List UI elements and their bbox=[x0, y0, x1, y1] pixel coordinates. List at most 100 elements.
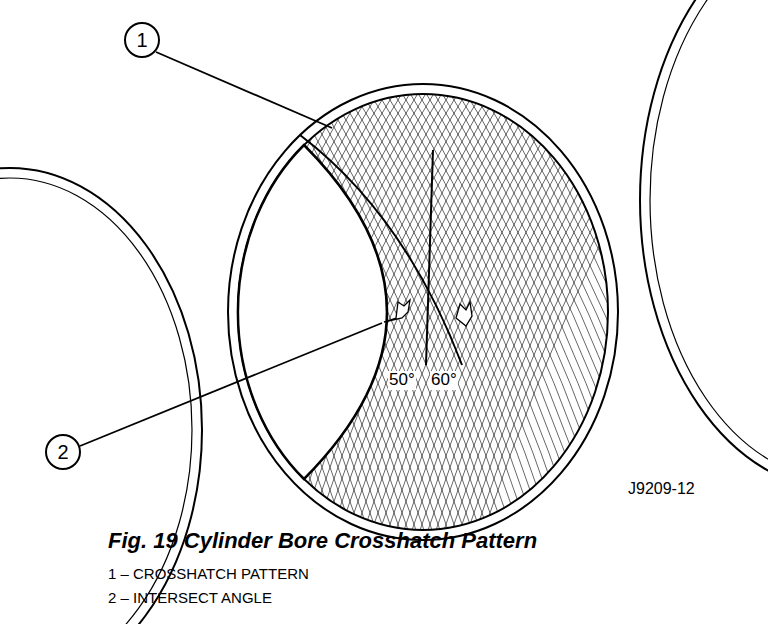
hatch-line bbox=[0, 60, 198, 600]
hatch-line bbox=[0, 60, 206, 600]
hatch-line bbox=[0, 60, 102, 600]
callout-number: 1 bbox=[136, 30, 147, 50]
hatch-line bbox=[590, 60, 768, 600]
hatch-line bbox=[0, 60, 78, 600]
hatch-line bbox=[0, 60, 158, 600]
hatch-line bbox=[0, 60, 134, 600]
hatch-line bbox=[198, 60, 438, 600]
hatch-line bbox=[694, 60, 768, 600]
hatch-line bbox=[470, 60, 710, 600]
hatch-line bbox=[158, 60, 398, 600]
hatch-line bbox=[582, 60, 768, 600]
hatch-line bbox=[662, 60, 768, 600]
hatch-line bbox=[0, 60, 222, 600]
angle-line bbox=[300, 135, 462, 365]
hatch-line bbox=[0, 60, 150, 600]
hatch-line bbox=[398, 60, 638, 600]
leader-line bbox=[80, 323, 382, 446]
hatch-line bbox=[30, 60, 270, 600]
angle-mark bbox=[456, 302, 472, 326]
hatch-line bbox=[542, 60, 768, 600]
hatch-line bbox=[0, 60, 38, 600]
hatch-line bbox=[566, 60, 768, 600]
legend-entry: 1 – CROSSHATCH PATTERN bbox=[108, 566, 309, 583]
figure-code: J9209-12 bbox=[628, 480, 695, 498]
hatch-line bbox=[0, 60, 38, 600]
bore-outer-ring bbox=[228, 84, 618, 540]
adjacent-bore bbox=[650, 0, 768, 480]
hatch-line bbox=[574, 60, 768, 600]
callout-number: 2 bbox=[57, 442, 68, 462]
hatch-line bbox=[518, 60, 758, 600]
hatch-line bbox=[0, 60, 6, 600]
hatch-line bbox=[0, 60, 70, 600]
hatch-line bbox=[686, 60, 768, 600]
angle-value: 50° bbox=[388, 371, 416, 390]
hatch-line bbox=[0, 60, 174, 600]
hatch-line bbox=[0, 60, 174, 600]
hatch-line bbox=[614, 60, 768, 600]
angle-line bbox=[426, 150, 433, 365]
hatch-line bbox=[0, 60, 190, 600]
adjacent-bore bbox=[640, 0, 768, 490]
hatch-line bbox=[0, 60, 30, 600]
hatch-line bbox=[638, 60, 768, 600]
hatch-line bbox=[166, 60, 406, 600]
hatch-line bbox=[0, 60, 230, 600]
figure-caption: Fig. 19 Cylinder Bore Crosshatch Pattern bbox=[108, 529, 537, 553]
hatch-line bbox=[366, 60, 606, 600]
hatch-line bbox=[390, 60, 630, 600]
hatch-line bbox=[0, 60, 110, 600]
hatch-line bbox=[214, 60, 454, 600]
hatch-line bbox=[0, 60, 206, 600]
hatch-line bbox=[454, 60, 694, 600]
hatch-line bbox=[0, 60, 78, 600]
hatch-line bbox=[494, 60, 734, 600]
hatch-line bbox=[678, 60, 768, 600]
hatch-line bbox=[382, 60, 622, 600]
hatch-line bbox=[182, 60, 422, 600]
hatch-line bbox=[0, 60, 14, 600]
hatch-line bbox=[0, 60, 150, 600]
crosshatch-pattern bbox=[0, 60, 768, 600]
hatch-line bbox=[0, 60, 214, 600]
hatch-line bbox=[230, 60, 470, 600]
hatch-line bbox=[414, 60, 654, 600]
hatch-line bbox=[0, 60, 94, 600]
hatch-line bbox=[438, 60, 678, 600]
hatch-line bbox=[510, 60, 750, 600]
hatch-line bbox=[670, 60, 768, 600]
hatch-line bbox=[0, 60, 230, 600]
hatch-line bbox=[526, 60, 766, 600]
hatch-line bbox=[0, 60, 46, 600]
hatch-line bbox=[0, 60, 46, 600]
hatch-line bbox=[702, 60, 768, 600]
hatch-line bbox=[0, 60, 214, 600]
hatch-line bbox=[174, 60, 414, 600]
angle-mark bbox=[384, 300, 410, 322]
callout-circle: 1 bbox=[124, 22, 160, 58]
hatch-line bbox=[462, 60, 702, 600]
hatch-line bbox=[0, 60, 62, 600]
hatch-line bbox=[22, 60, 262, 600]
bore-inner-ring bbox=[238, 94, 608, 530]
hatch-line bbox=[454, 60, 694, 600]
hatch-line bbox=[0, 60, 190, 600]
hatch-line bbox=[606, 60, 768, 600]
hatch-line bbox=[0, 60, 142, 600]
hatch-line bbox=[358, 60, 598, 600]
hatch-line bbox=[0, 60, 86, 600]
hatch-line bbox=[630, 60, 768, 600]
hatch-line bbox=[438, 60, 678, 600]
hatch-line bbox=[14, 60, 254, 600]
hatch-line bbox=[0, 60, 70, 600]
hatch-line bbox=[0, 60, 238, 600]
hatch-line bbox=[14, 60, 254, 600]
hatch-line bbox=[0, 60, 30, 600]
adjacent-bore bbox=[0, 178, 192, 624]
hatch-line bbox=[6, 60, 246, 600]
hatch-line bbox=[406, 60, 646, 600]
hatch-line bbox=[0, 60, 54, 600]
hatch-line bbox=[0, 60, 158, 600]
hatch-line bbox=[422, 60, 662, 600]
